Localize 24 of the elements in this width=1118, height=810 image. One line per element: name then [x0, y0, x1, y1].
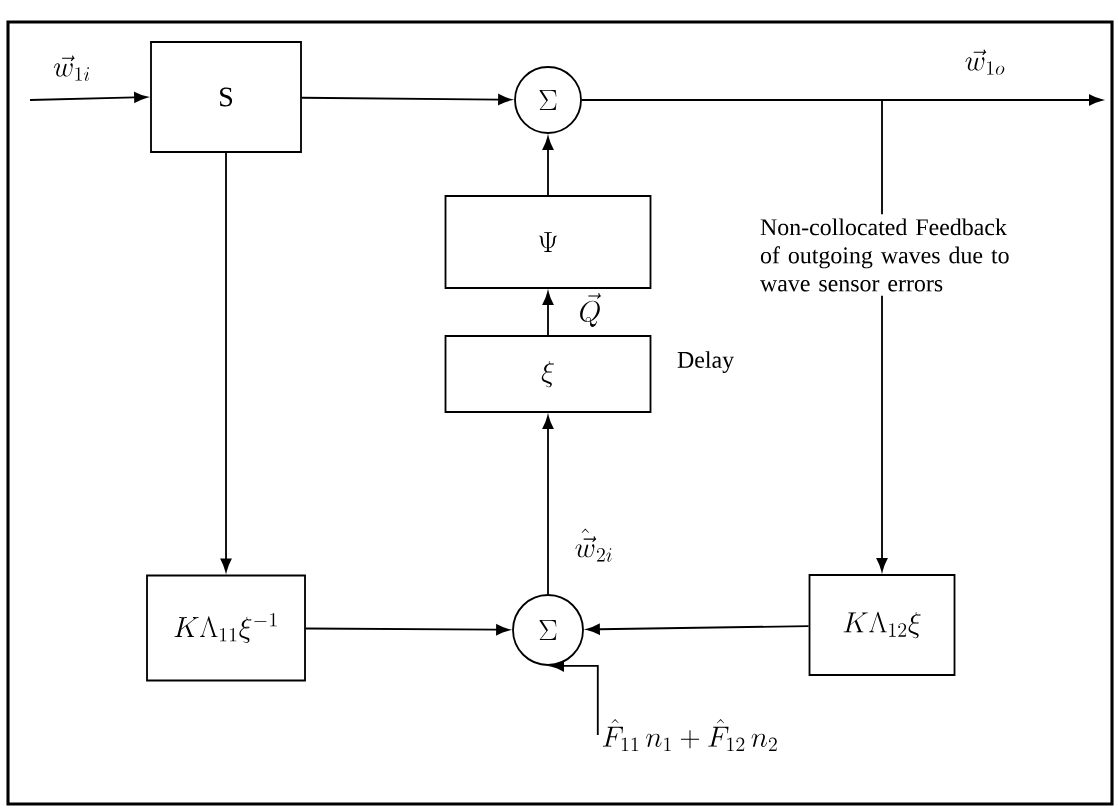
block-box: S — [150, 41, 302, 153]
edge-label: $\vec{w}_{1i}$ — [53, 55, 90, 81]
input-formula: $\hat{F}_{11}\,n_{1}+\hat{F}_{12}\,n_{2}$ — [602, 719, 777, 751]
arrow — [542, 291, 554, 336]
arrow — [581, 99, 888, 572]
node-caption: Delay — [677, 351, 734, 373]
block-box: $\xi$ — [444, 335, 652, 413]
edge-label: $\hat{\vec{w}}_{2i}$ — [575, 528, 612, 562]
edge-label: $\vec{w}_{1o}$ — [965, 49, 1005, 75]
arrow — [301, 94, 512, 105]
block-box: $\Psi$ — [444, 195, 652, 289]
block-box: $K\Lambda_{11}\xi^{-1}$ — [146, 574, 306, 682]
arrow — [305, 624, 510, 635]
edge-label: Non-collocated Feedback of outgoing waves due to wave sensor errors — [760, 218, 1009, 292]
block-box: $K\Lambda_{12}\xi$ — [808, 574, 956, 676]
arrow — [542, 415, 554, 595]
edge-label: $\vec{Q}$ — [580, 293, 601, 327]
summing-junction: $\Sigma$ — [512, 594, 584, 666]
arrow — [29, 92, 148, 103]
arrow — [542, 136, 554, 196]
summing-junction: $\Sigma$ — [514, 66, 582, 134]
arrow — [550, 660, 599, 736]
arrow — [220, 152, 232, 572]
arrow — [586, 623, 810, 635]
